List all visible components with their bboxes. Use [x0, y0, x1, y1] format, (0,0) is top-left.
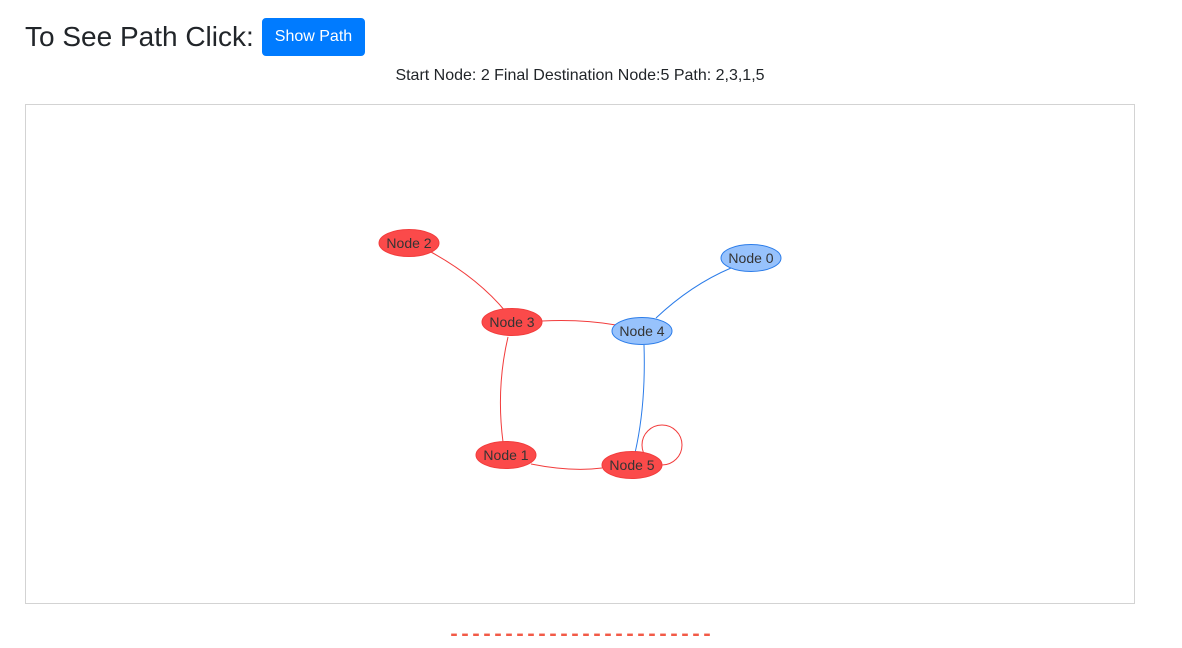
network-graph[interactable]: Node 0 Node 1 Node 2 Node 3 Node 4 Node …	[26, 105, 1134, 603]
dashed-divider: ------------------------	[447, 624, 713, 647]
edge-1-5	[530, 463, 603, 470]
graph-node[interactable]: Node 3	[481, 308, 543, 336]
nodes-layer[interactable]: Node 0 Node 1 Node 2 Node 3 Node 4 Node …	[378, 229, 782, 479]
node-label: Node 0	[728, 250, 773, 266]
graph-node[interactable]: Node 4	[611, 317, 673, 345]
edges-layer	[430, 251, 732, 470]
graph-node[interactable]: Node 0	[720, 244, 782, 272]
graph-node[interactable]: Node 5	[601, 451, 663, 479]
graph-node[interactable]: Node 2	[378, 229, 440, 257]
header: To See Path Click: Show Path	[25, 18, 366, 56]
show-path-button[interactable]: Show Path	[261, 18, 366, 56]
edge-4-5	[634, 344, 645, 454]
node-label: Node 5	[609, 457, 654, 473]
edge-2-3	[430, 251, 507, 313]
node-label: Node 4	[619, 323, 664, 339]
graph-node[interactable]: Node 1	[475, 441, 537, 469]
page-title: To See Path Click:	[25, 21, 254, 52]
edge-4-0	[655, 267, 732, 319]
edge-3-4	[541, 320, 617, 326]
edge-3-1	[499, 336, 509, 443]
node-label: Node 2	[386, 235, 431, 251]
node-label: Node 3	[489, 314, 534, 330]
node-label: Node 1	[483, 447, 528, 463]
graph-canvas[interactable]: Node 0 Node 1 Node 2 Node 3 Node 4 Node …	[25, 104, 1135, 604]
path-info-text: Start Node: 2 Final Destination Node:5 P…	[395, 67, 765, 84]
